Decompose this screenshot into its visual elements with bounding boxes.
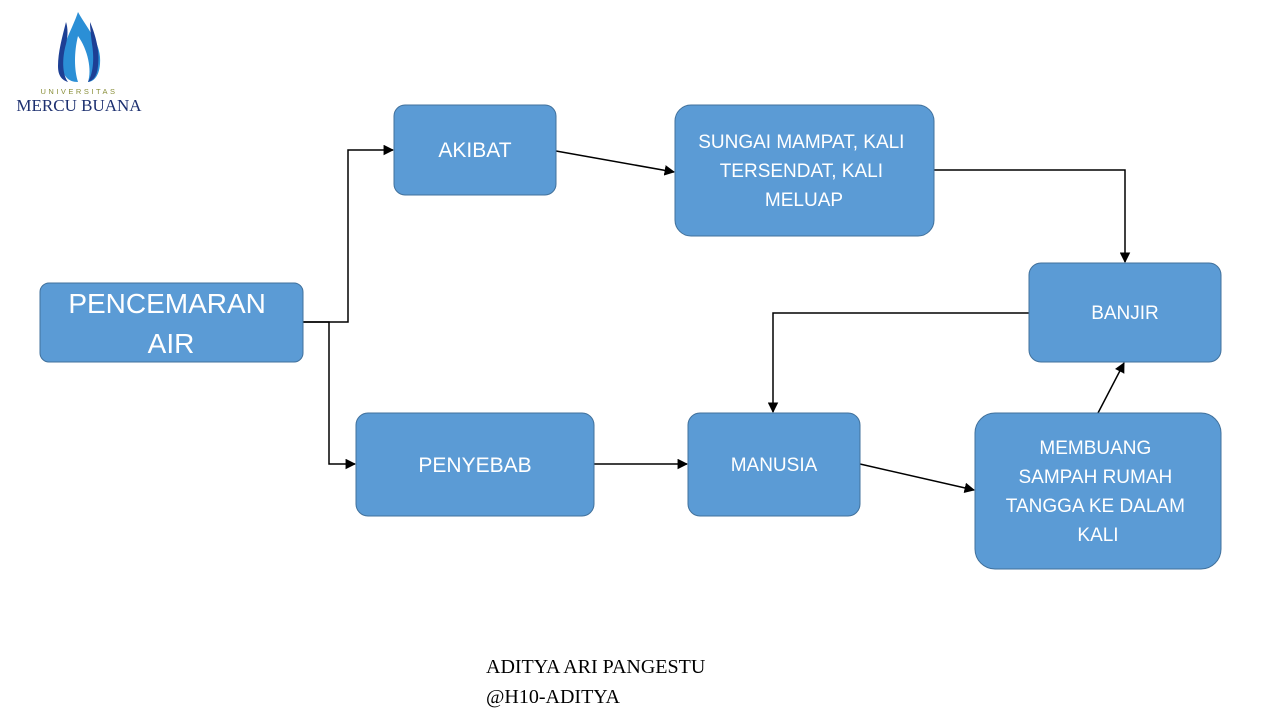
edge-pencemaran-to-penyebab [303,321,357,470]
node-banjir[interactable]: BANJIR [1028,262,1222,363]
edge-sungai-to-banjir [934,169,1131,264]
footer-handle: @H10-ADITYA [486,686,620,708]
node-akibat[interactable]: AKIBAT [393,104,557,196]
node-label: SUNGAI MAMPAT, KALI TERSENDAT, KALI MELU… [698,132,910,211]
edge-manusia-to-membuang [859,463,976,494]
footer-author: ADITYA ARI PANGESTU [486,656,706,678]
edge-banjir-to-manusia [767,312,1029,414]
node-pencemaran-air[interactable]: PENCEMARAN AIR [39,282,304,363]
node-label: AKIBAT [438,139,511,162]
node-label: MEMBUANG SAMPAH RUMAH TANGGA KE DALAM KA… [1006,438,1190,546]
node-label: PENYEBAB [418,454,531,477]
node-sungai-mampat[interactable]: SUNGAI MAMPAT, KALI TERSENDAT, KALI MELU… [674,104,935,237]
logo-subtitle: UNIVERSITAS [41,87,118,96]
edge-akibat-to-sungai [555,150,676,176]
node-label: BANJIR [1091,303,1159,324]
mercu-buana-flame-logo-icon [58,12,101,82]
node-penyebab[interactable]: PENYEBAB [355,412,595,517]
footer-author-block: ADITYA ARI PANGESTU @H10-ADITYA [486,652,705,712]
edge-pencemaran-to-akibat [303,144,395,323]
node-label: PENCEMARAN AIR [68,288,273,359]
node-label: MANUSIA [731,455,818,476]
logo-name: MERCU BUANA [16,96,142,115]
edges [303,144,1131,494]
node-manusia[interactable]: MANUSIA [687,412,861,517]
edge-membuang-to-banjir [1097,362,1125,414]
node-membuang-sampah[interactable]: MEMBUANG SAMPAH RUMAH TANGGA KE DALAM KA… [974,412,1222,570]
